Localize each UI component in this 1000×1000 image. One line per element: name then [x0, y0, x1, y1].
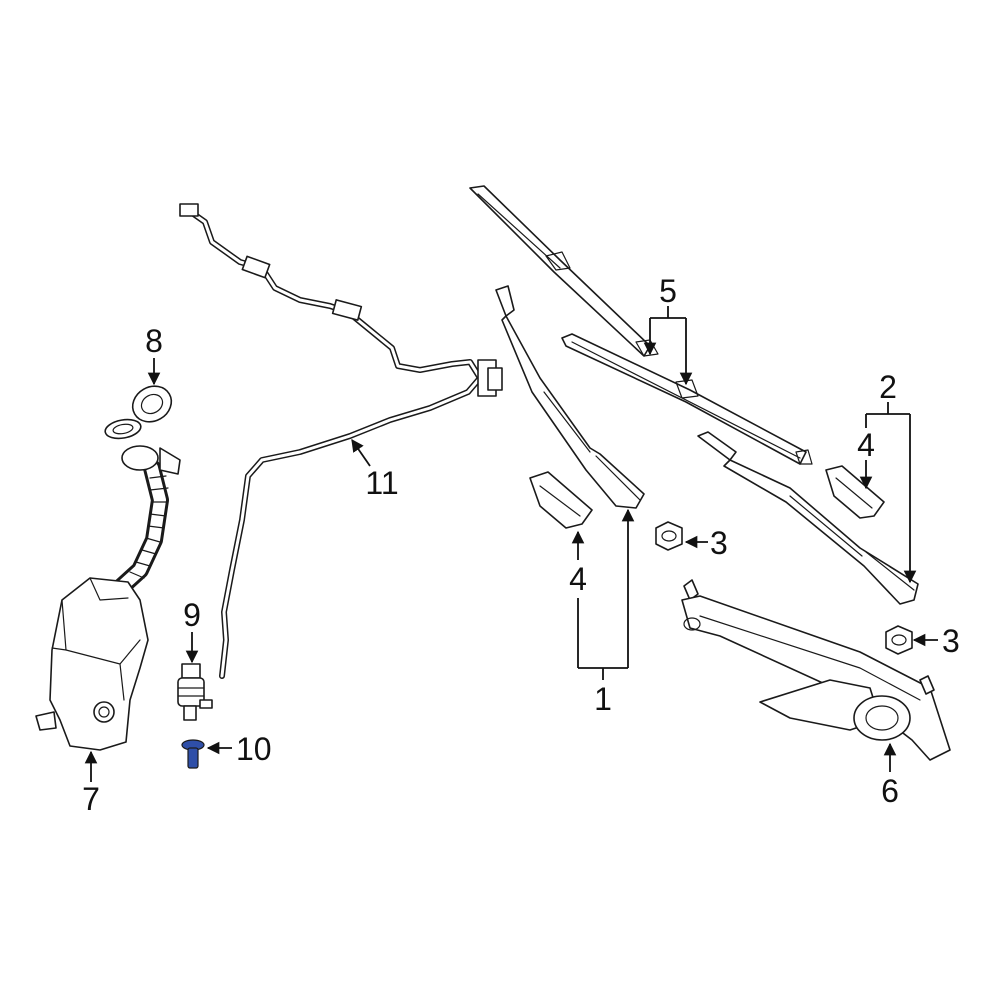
wiper-arm-covers: [529, 465, 885, 529]
callout-10: 10: [236, 731, 272, 767]
callout-2: 2: [879, 369, 897, 405]
callout-labels: 8 7 9 10 11 5 2 4 3 3 4 1 6: [82, 273, 960, 817]
callout-7: 7: [82, 781, 100, 817]
leader-lines: [84, 306, 938, 782]
callout-4-left: 4: [569, 561, 587, 597]
wiper-arm-right: [697, 431, 919, 605]
pivot-nuts: [655, 521, 913, 655]
callout-3-lower: 3: [942, 623, 960, 659]
hose-clip: [241, 255, 271, 279]
hose-connector-end: [179, 203, 199, 217]
callout-11: 11: [365, 465, 398, 501]
wiper-blades: [469, 185, 813, 465]
hose-tee-cap: [487, 367, 503, 391]
callout-9: 9: [183, 597, 201, 633]
wiper-motor-linkage: [681, 579, 951, 761]
washer-hose: [179, 203, 503, 679]
callout-8: 8: [145, 323, 163, 359]
washer-reservoir: [35, 445, 181, 751]
callout-5: 5: [659, 273, 677, 309]
wiper-arm-left: [495, 285, 645, 509]
hose-clip: [331, 299, 363, 321]
reservoir-cap-seals: [104, 385, 173, 440]
callout-4-right: 4: [857, 427, 875, 463]
callout-6: 6: [881, 773, 899, 809]
callout-3-upper: 3: [710, 525, 728, 561]
washer-pump: [177, 663, 213, 721]
callout-1: 1: [594, 681, 612, 717]
washer-pump-grommet: [181, 739, 205, 769]
